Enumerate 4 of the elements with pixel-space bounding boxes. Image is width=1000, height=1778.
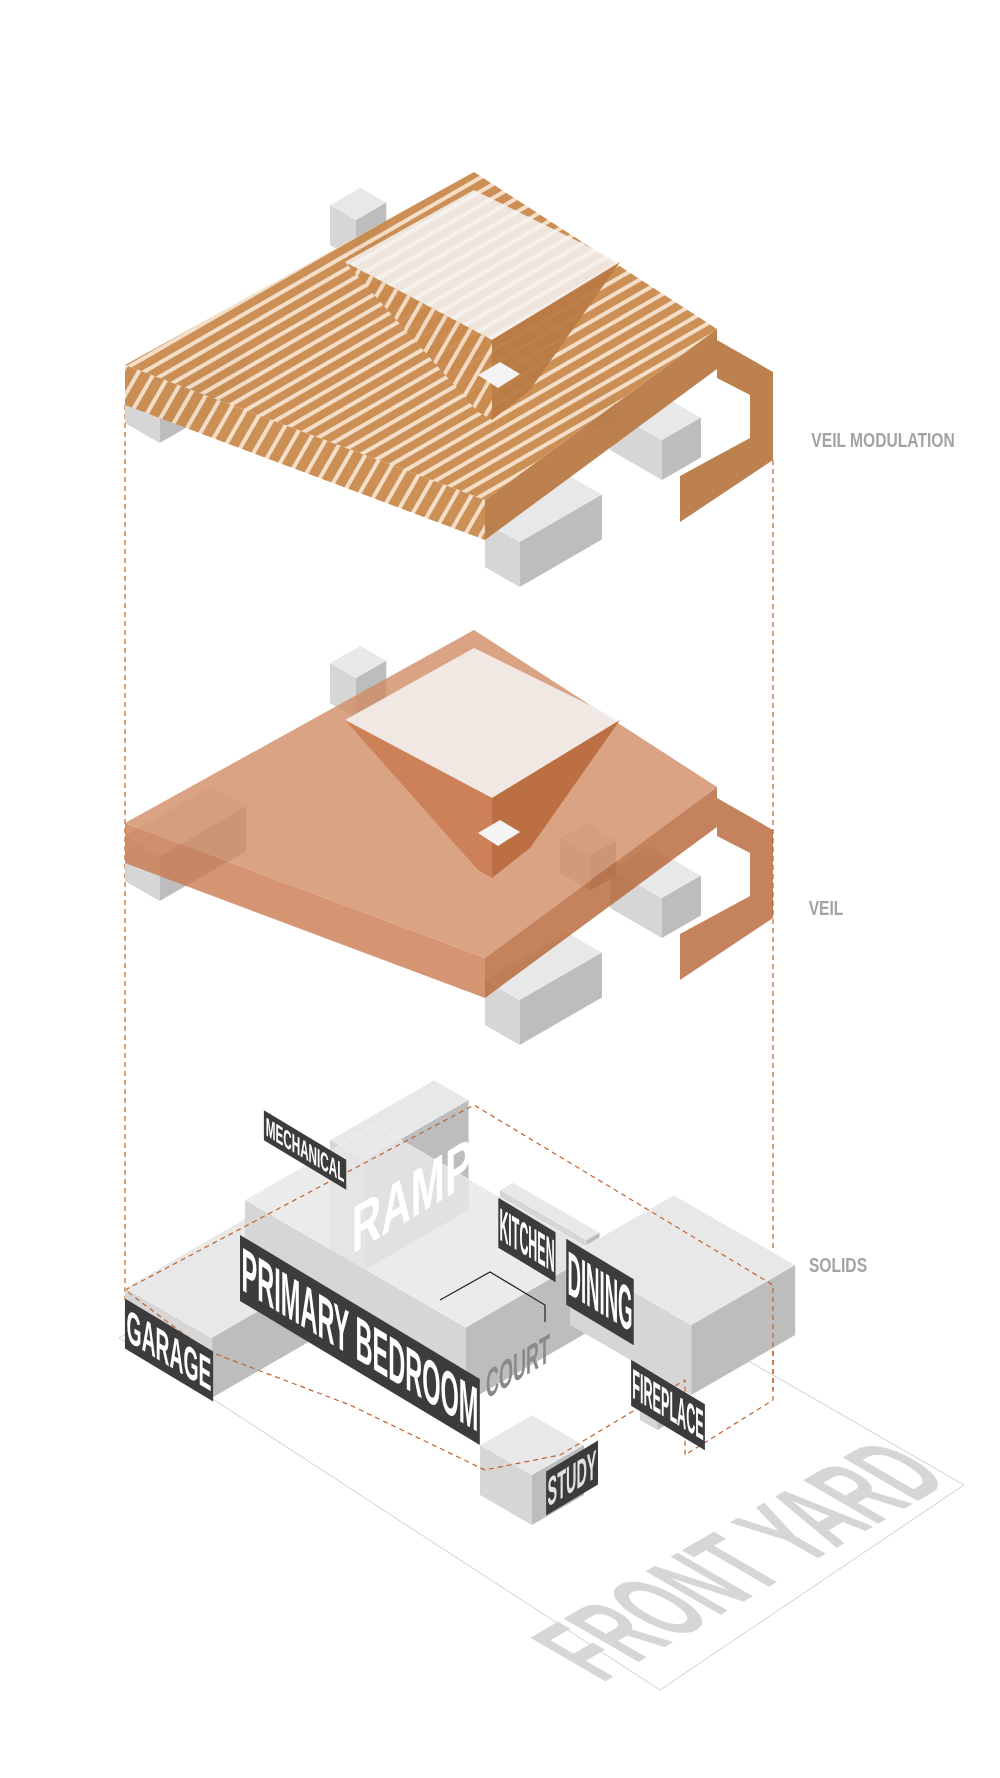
room-label: COURT — [486, 1326, 550, 1406]
layer-label: VEIL MODULATION — [811, 430, 955, 450]
layer-label: VEIL — [808, 898, 844, 918]
layer-label: SOLIDS — [808, 1255, 868, 1275]
